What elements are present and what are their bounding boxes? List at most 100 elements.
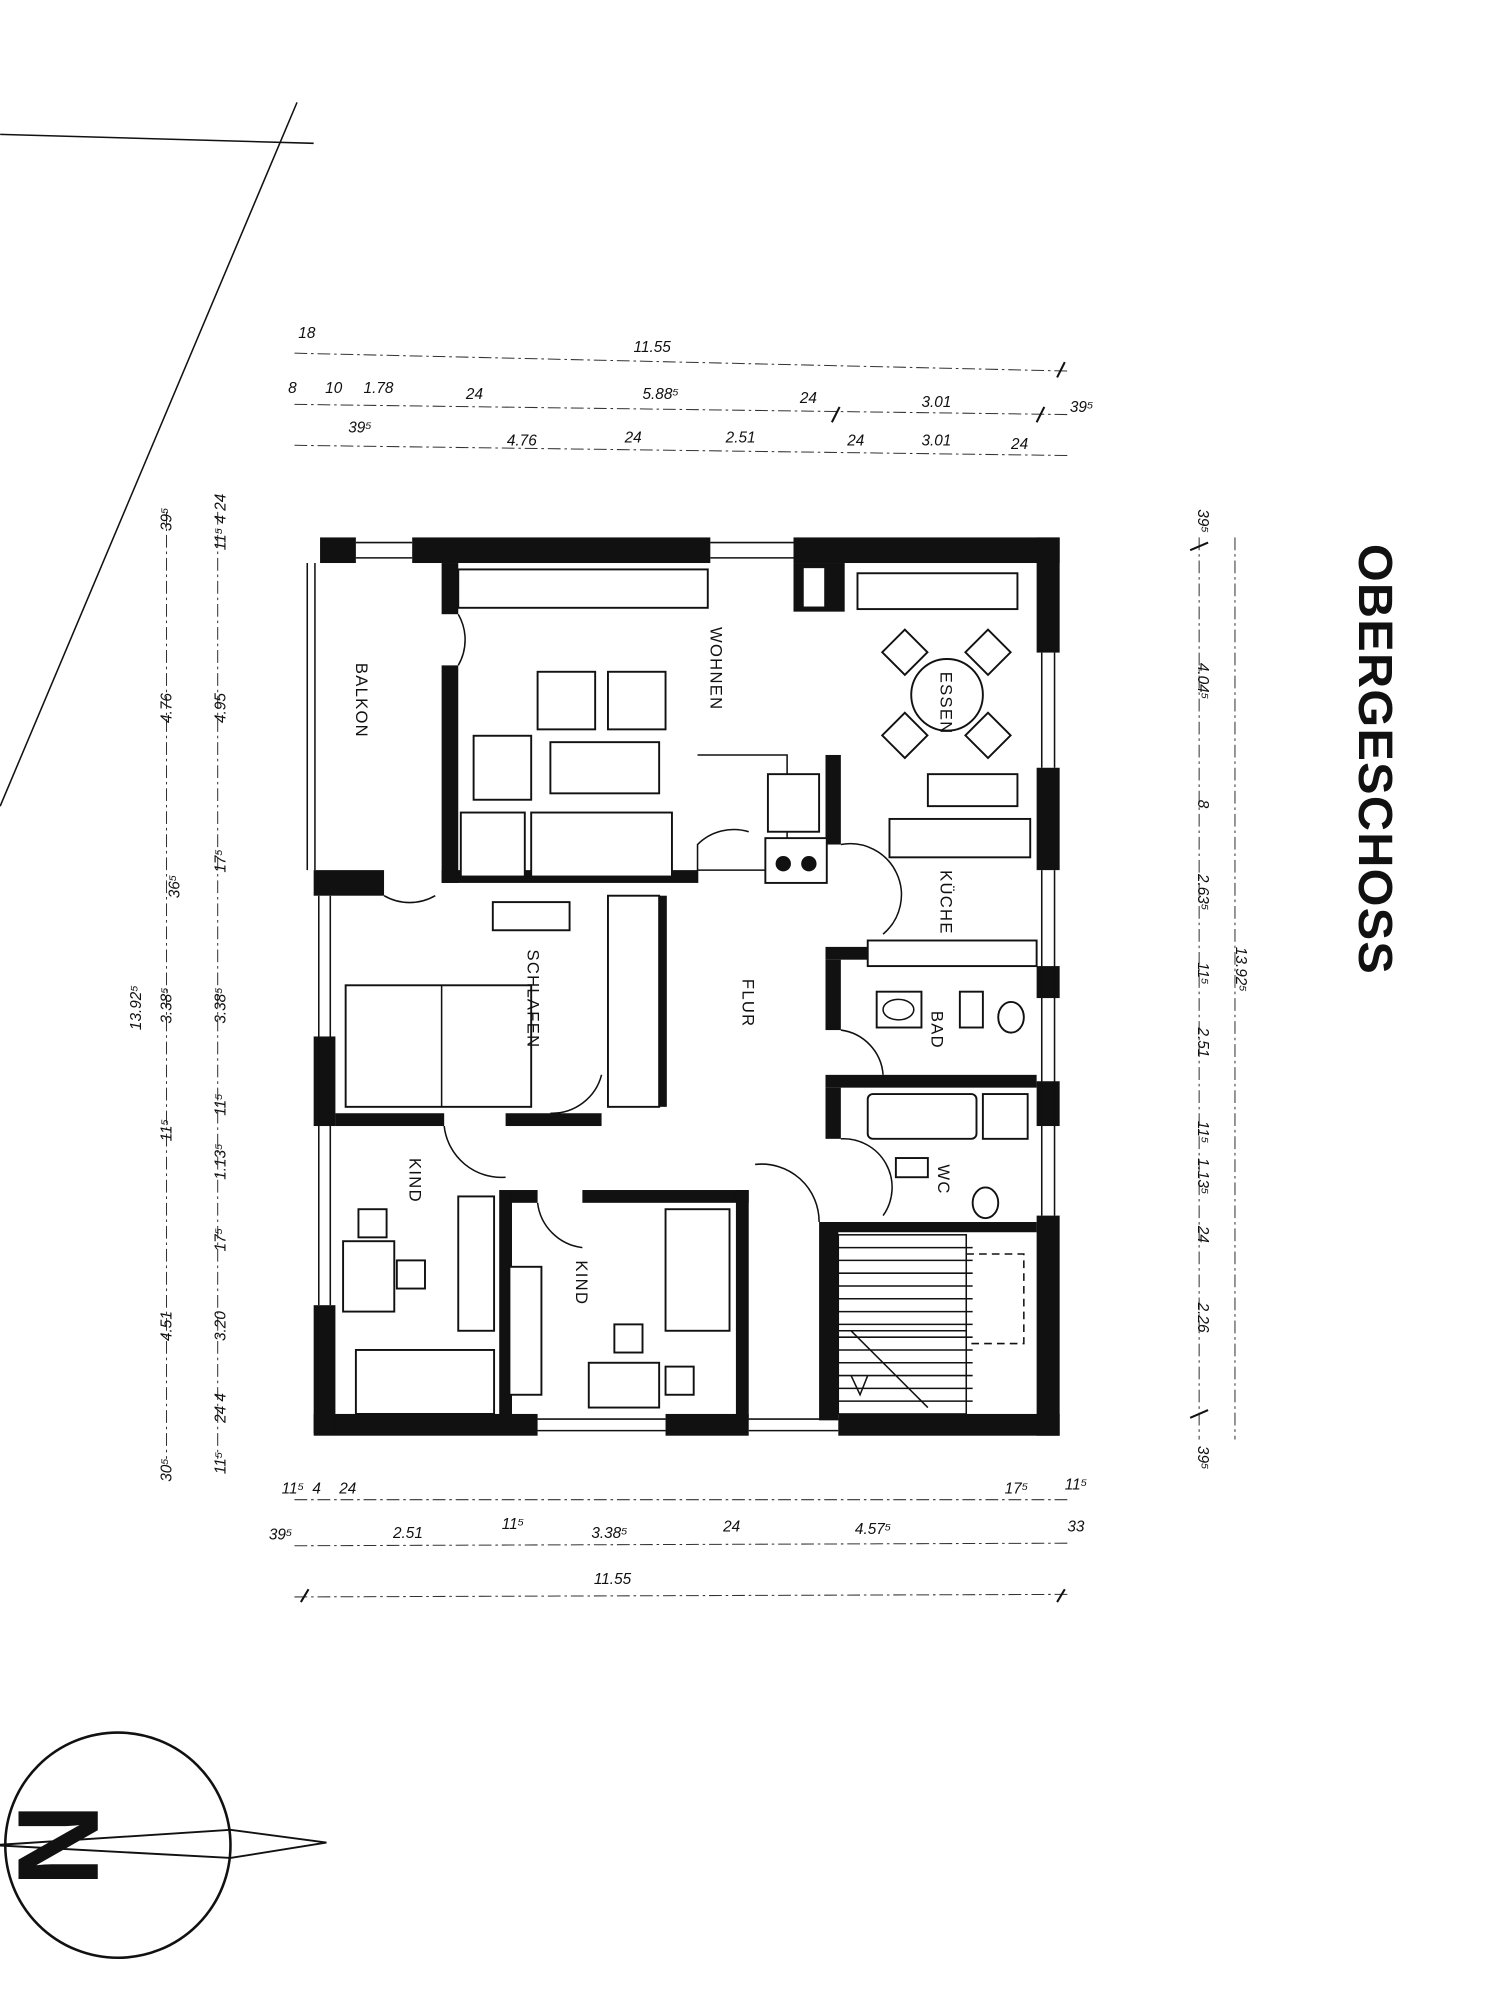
site-boundary	[0, 102, 314, 807]
wall	[320, 537, 356, 564]
dim-label: 13.92⁵	[1232, 947, 1249, 992]
wall	[665, 1413, 749, 1436]
dim-label: 18	[298, 325, 316, 342]
exterior-walls	[306, 537, 1060, 1436]
bed	[354, 1349, 496, 1415]
bathtub	[866, 1093, 978, 1140]
dim-label: 3.38⁵	[159, 987, 176, 1023]
dim-label: 1.13⁵	[212, 1143, 229, 1179]
dim-label: 3.20	[212, 1311, 229, 1341]
fireplace	[766, 773, 821, 833]
wc-basin	[894, 1157, 929, 1179]
wall	[1036, 1081, 1060, 1127]
dim-label: 3.01	[921, 432, 951, 449]
dim-label: 24	[799, 390, 817, 407]
wall	[825, 1222, 1037, 1233]
dim-label: 2.51	[392, 1525, 423, 1542]
room-label-schlafen: SCHLAFEN	[523, 949, 542, 1048]
dim-label: 11.55	[594, 1571, 632, 1588]
dim-label: 2.51	[725, 430, 756, 447]
dim-label: 39⁵	[1194, 1446, 1211, 1470]
dim-label: 4.57⁵	[855, 1521, 891, 1538]
dim-label: 3.38⁵	[591, 1525, 627, 1542]
wall	[412, 537, 711, 564]
room-label-kind: KIND	[406, 1158, 425, 1203]
dim-label: 24	[1010, 436, 1028, 453]
dim-label: 8	[288, 380, 297, 397]
armchair	[459, 811, 526, 878]
dim-label: 39⁵	[348, 420, 372, 437]
wall	[313, 1036, 336, 1127]
furniture	[342, 568, 1038, 1415]
wall	[313, 1305, 336, 1434]
wall	[825, 959, 841, 1031]
wall	[582, 1190, 749, 1203]
dimensions-top: 18 11.55 8 10 1.78 24 5.88⁵ 24 3.01 39⁵ …	[288, 325, 1093, 453]
sideboard	[926, 773, 1019, 808]
dim-label: 24	[1194, 1225, 1211, 1243]
wall	[825, 754, 841, 845]
room-label-balkon: BALKON	[352, 663, 371, 738]
room-labels: BALKON WOHNEN ESSEN KÜCHE SCHLAFEN FLUR …	[352, 627, 956, 1305]
dim-label: 11⁵	[1194, 962, 1211, 984]
room-label-wc: WC	[934, 1164, 953, 1194]
dim-label: 17⁵	[212, 1228, 229, 1252]
wall	[511, 1190, 538, 1203]
room-label-kueche: KÜCHE	[937, 870, 956, 935]
dim-label: 1.78	[364, 380, 394, 397]
dim-label: 10	[325, 380, 343, 397]
dining-table	[910, 658, 984, 732]
north-arrow-icon: N	[0, 1731, 327, 1960]
wall	[1036, 767, 1060, 871]
dim-label: 11.55	[634, 339, 672, 356]
chair	[964, 711, 1012, 760]
chair	[613, 1323, 644, 1354]
dim-label: 4.95	[212, 693, 229, 723]
toilet	[997, 1000, 1025, 1034]
wall	[819, 1222, 839, 1421]
double-bed	[344, 984, 533, 1108]
wardrobe	[607, 894, 661, 1108]
dim-label: 11⁵	[212, 1452, 229, 1474]
north-label: N	[0, 1804, 122, 1887]
dim-label: 24	[338, 1480, 356, 1497]
dim-label: 39⁵	[1194, 509, 1211, 533]
sideboard	[457, 568, 709, 609]
wall	[313, 870, 385, 896]
dim-label: 11⁵	[1065, 1476, 1087, 1493]
dim-label: 4	[312, 1480, 321, 1497]
dim-label: 11⁵ 4 24	[212, 494, 229, 551]
dimensions-right: 39⁵ 4.04⁵ 8 2.63⁵ 11⁵ 2.51 11⁵ 1.13⁵ 24 …	[1194, 509, 1249, 1469]
room-label-flur: FLUR	[738, 979, 757, 1028]
sideboard	[856, 572, 1019, 611]
sofa	[530, 811, 673, 878]
dresser	[491, 901, 571, 932]
chair	[880, 628, 929, 677]
dim-label: 39⁵	[269, 1526, 293, 1543]
dim-label: 2.26	[1194, 1302, 1211, 1333]
bed	[508, 1265, 543, 1396]
dim-label: 11⁵	[282, 1480, 304, 1497]
bed	[664, 1208, 731, 1332]
chair	[964, 628, 1012, 677]
armchair	[607, 670, 667, 731]
wall	[825, 1087, 841, 1139]
dim-label: 11⁵	[212, 1093, 229, 1115]
wall	[505, 1113, 602, 1127]
dim-label: 24	[465, 386, 483, 403]
dim-label: 24 4	[212, 1393, 229, 1424]
wardrobe	[457, 1195, 496, 1332]
chair	[395, 1259, 426, 1290]
doors	[383, 613, 903, 1249]
dim-label: 2.63⁵	[1194, 873, 1211, 910]
dimensions-left: 39⁵ 4.76 36⁵ 3.38⁵ 11⁵ 4.51 30⁵ 13.92⁵ 1…	[128, 494, 229, 1482]
kitchen-counter	[866, 939, 1038, 968]
wall	[313, 1413, 538, 1436]
room-label-essen: ESSEN	[937, 672, 956, 735]
dimensions-bottom: 11⁵ 4 24 17⁵ 11⁵ 39⁵ 2.51 11⁵ 3.38⁵ 24 4…	[269, 1476, 1087, 1588]
dim-label: 36⁵	[166, 875, 183, 899]
dim-label: 11⁵	[1194, 1121, 1211, 1143]
chair	[664, 1365, 695, 1396]
dim-label: 4.76	[159, 693, 176, 723]
bidet	[958, 990, 984, 1029]
